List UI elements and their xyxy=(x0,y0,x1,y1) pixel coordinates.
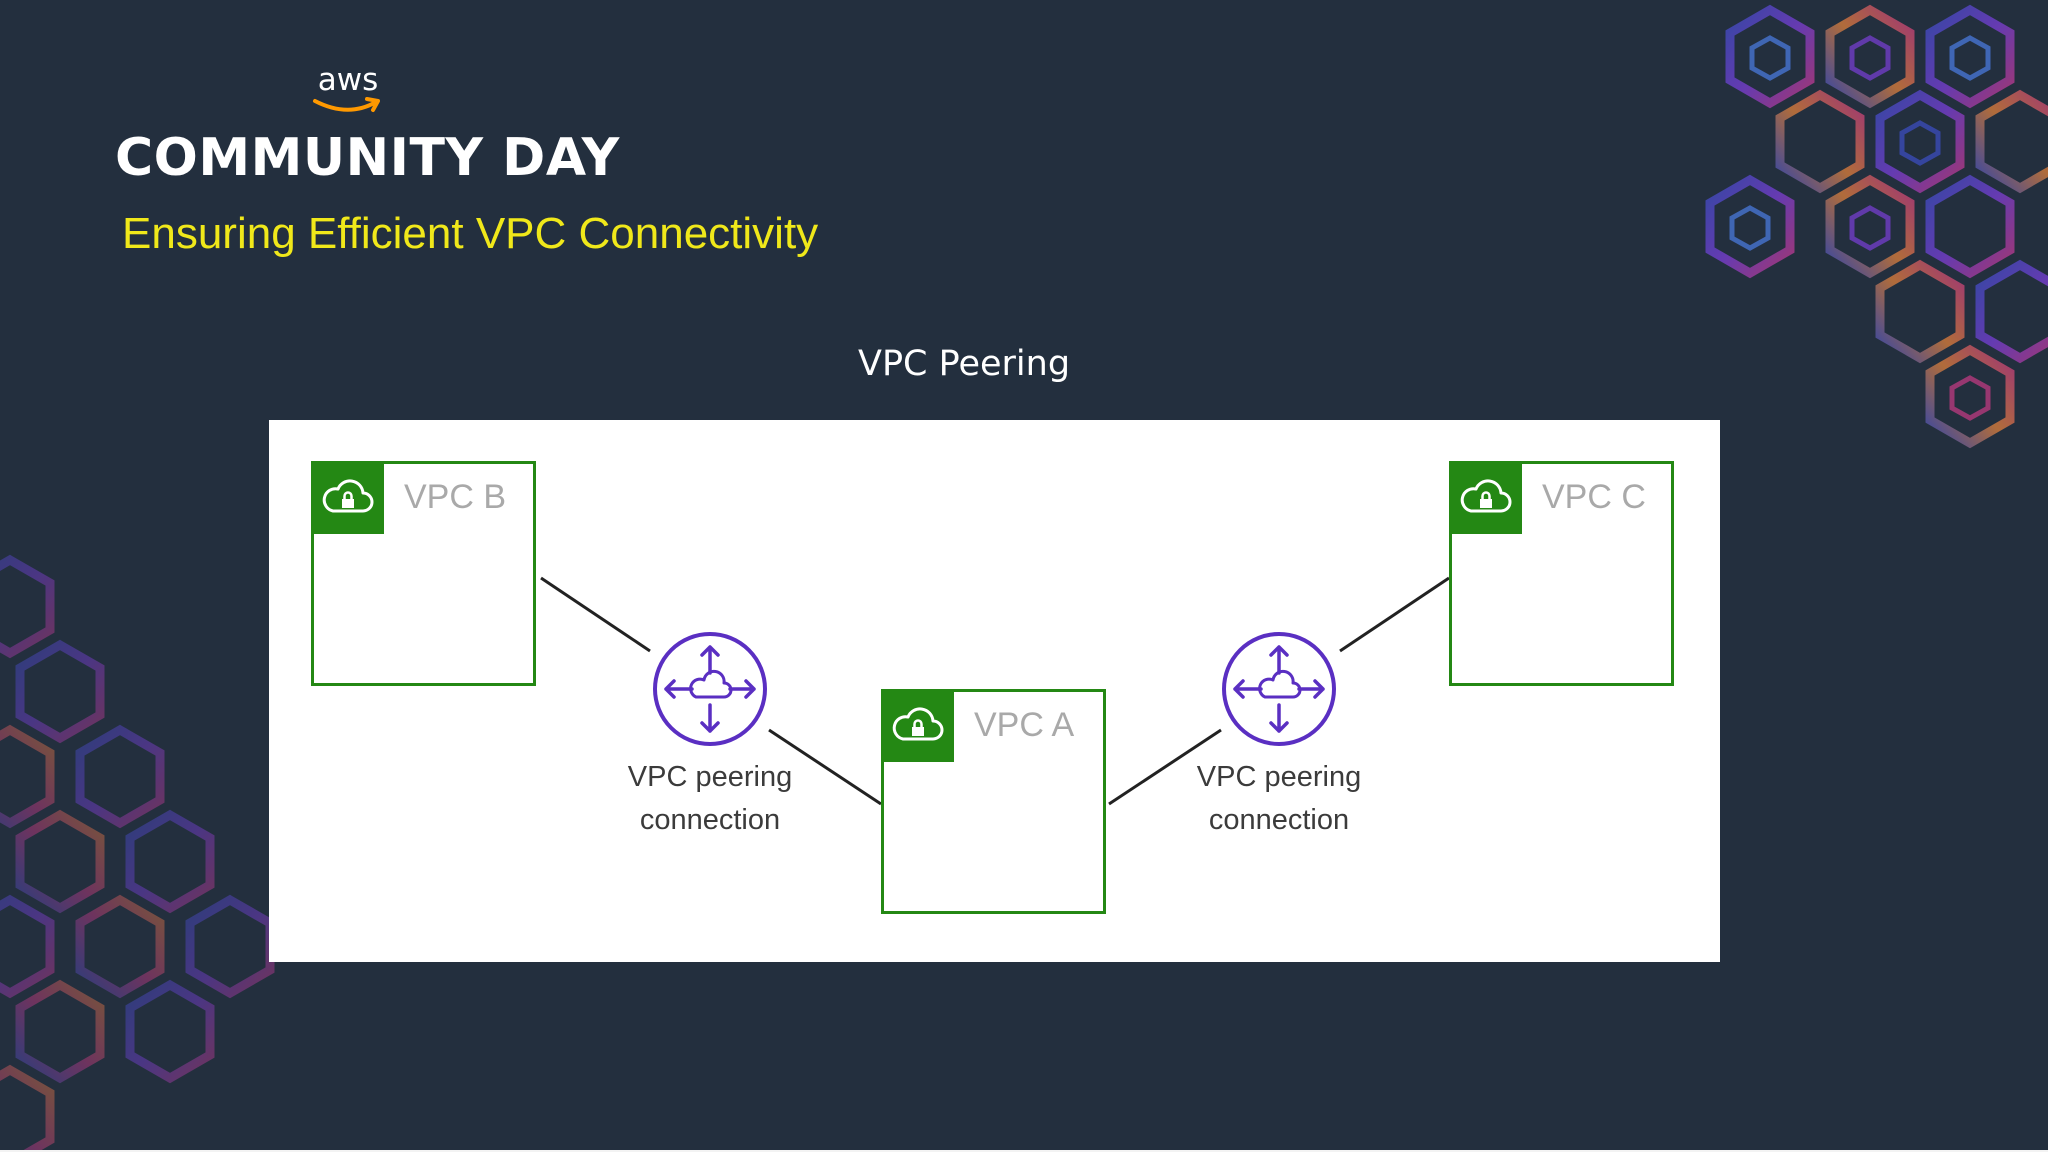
hexagon-pattern-top-right xyxy=(1705,4,2048,449)
cloud-lock-icon xyxy=(322,479,374,513)
cloud-lock-icon xyxy=(892,707,944,741)
peering-label-line2: connection xyxy=(1208,804,1350,836)
connector-a-to-peering-2 xyxy=(1108,728,1222,806)
peering-label-line2: connection xyxy=(639,804,781,836)
vpc-b-badge xyxy=(311,461,384,534)
vpc-a-label: VPC A xyxy=(974,706,1075,744)
slide-subtitle: Ensuring Efficient VPC Connectivity xyxy=(122,209,819,258)
vpc-c-label: VPC C xyxy=(1542,478,1646,516)
aws-smile-icon xyxy=(313,97,380,112)
vpc-a-box: VPC A xyxy=(881,689,1106,914)
cloud-lock-icon xyxy=(1460,479,1512,513)
aws-logo-word: aws xyxy=(317,62,379,98)
peering-connection-label: VPC peering connection xyxy=(600,756,820,842)
vpc-peering-diagram: VPC B VPC A VPC C xyxy=(269,420,1720,962)
connector-b-to-peering-1 xyxy=(540,576,651,653)
connector-peering-1-to-a xyxy=(768,728,882,806)
connector-peering-2-to-c xyxy=(1339,576,1450,653)
vpc-peering-icon xyxy=(1222,632,1336,746)
event-name: COMMUNITY DAY xyxy=(115,128,620,188)
bottom-edge-strip xyxy=(0,1150,2048,1152)
aws-logo: aws xyxy=(308,62,388,122)
peering-connection-label: VPC peering connection xyxy=(1169,756,1389,842)
peering-label-line1: VPC peering xyxy=(627,761,793,793)
diagram-title: VPC Peering xyxy=(858,344,1071,384)
vpc-a-badge xyxy=(881,689,954,762)
vpc-b-box: VPC B xyxy=(311,461,536,686)
vpc-b-label: VPC B xyxy=(404,478,507,516)
connector-lines xyxy=(540,576,1450,806)
vpc-c-badge xyxy=(1449,461,1522,534)
vpc-c-box: VPC C xyxy=(1449,461,1674,686)
peering-label-line1: VPC peering xyxy=(1196,761,1362,793)
vpc-peering-icon xyxy=(653,632,767,746)
